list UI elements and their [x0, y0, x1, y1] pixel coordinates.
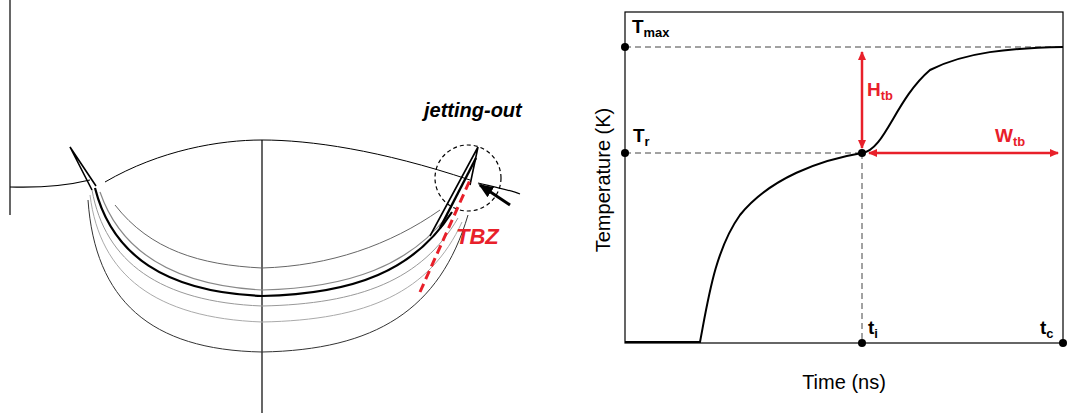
- tmax-label: Tmax: [632, 17, 669, 40]
- subscript-text: tb: [1013, 134, 1025, 149]
- label-text: Time (ns): [802, 371, 886, 393]
- x-axis-title: Time (ns): [802, 372, 886, 392]
- htb-label: Htb: [867, 80, 893, 103]
- label-text: W: [995, 125, 1013, 146]
- subscript-text: tb: [881, 88, 893, 103]
- ti-label: ti: [868, 318, 878, 341]
- tr-label: Tr: [633, 126, 650, 149]
- chart: [621, 12, 1067, 347]
- label-text: TBZ: [456, 224, 499, 249]
- y-axis-title: Temperature (K): [593, 108, 613, 253]
- label-text: Temperature (K): [592, 108, 614, 253]
- label-text: t: [1040, 317, 1046, 338]
- tbz-label: TBZ: [456, 226, 499, 248]
- subscript-text: i: [874, 326, 878, 341]
- tbz-arrow: [480, 185, 510, 205]
- wtb-label: Wtb: [995, 126, 1025, 149]
- jet-circle: [435, 145, 501, 211]
- label-text: jetting-out: [424, 99, 522, 121]
- subscript-text: c: [1046, 326, 1053, 341]
- subscript-text: r: [645, 134, 650, 149]
- label-text: H: [867, 79, 881, 100]
- tc-label: tc: [1040, 318, 1054, 341]
- label-text: T: [632, 16, 644, 37]
- crater-section: [10, 0, 520, 413]
- subscript-text: max: [644, 25, 670, 40]
- label-text: T: [633, 125, 645, 146]
- label-text: t: [868, 317, 874, 338]
- jet-label: jetting-out: [424, 100, 522, 120]
